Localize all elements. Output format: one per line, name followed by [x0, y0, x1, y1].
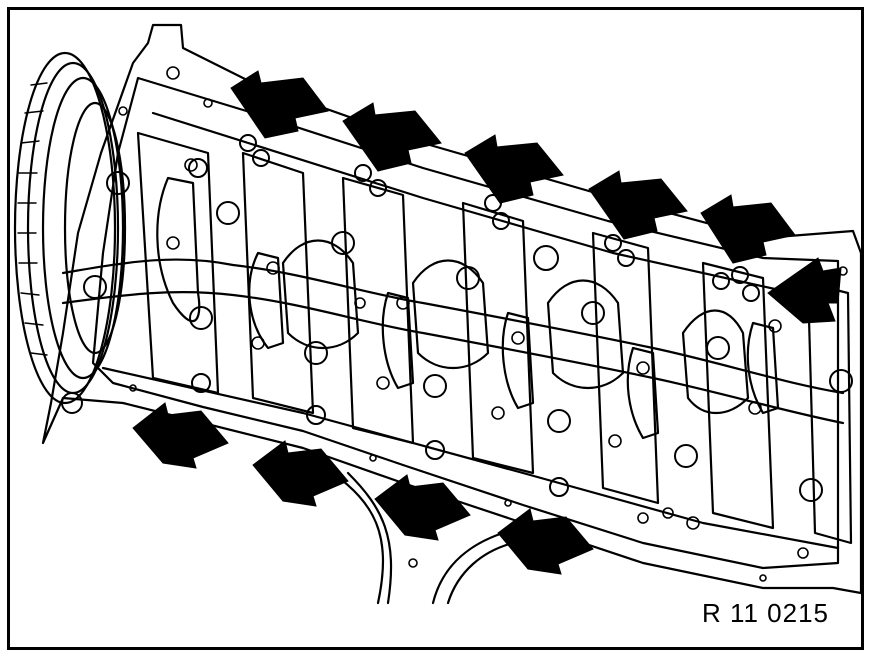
- figure-reference: R 11 0215: [699, 598, 831, 629]
- sealing-flange: [91, 76, 840, 570]
- black-arrow-icon: [132, 70, 842, 575]
- bolts-upper: [83, 134, 853, 393]
- tool-handle-2: [431, 531, 505, 605]
- small-fasteners: [118, 66, 848, 582]
- crankshaft: [61, 258, 845, 395]
- tool-handle-1: [331, 471, 385, 605]
- crank-webs: [156, 176, 780, 440]
- bolts-lower: [61, 306, 823, 502]
- engine-block-drawing: [13, 23, 861, 605]
- flywheel: [13, 51, 127, 405]
- figure-frame: R 11 0215: [7, 7, 864, 650]
- lower-rail: [101, 366, 840, 550]
